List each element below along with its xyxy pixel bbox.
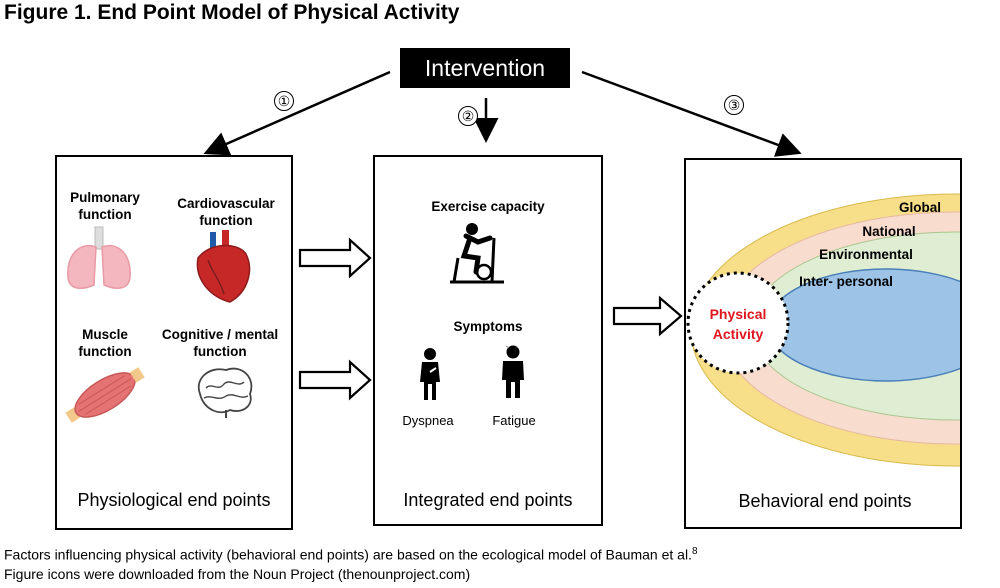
footer-line2: Figure icons were downloaded from the No… (4, 566, 471, 582)
behavioral-box: Global National Environmental Inter- per… (684, 158, 962, 529)
level-environmental: Environmental (819, 247, 913, 262)
fatigue-label: Fatigue (492, 413, 536, 428)
step-1: ① (274, 91, 294, 111)
figure-title: Figure 1. End Point Model of Physical Ac… (4, 1, 460, 24)
physical-activity-line2: Activity (712, 326, 764, 342)
dyspnea-label: Dyspnea (402, 413, 454, 428)
footer-line1: Factors influencing physical activity (b… (4, 546, 698, 563)
cardiovascular-label: Cardiovascular function (177, 196, 275, 228)
cognitive-label: Cognitive / mental function (161, 327, 279, 359)
heart-icon (196, 230, 251, 303)
brain-icon (197, 367, 253, 418)
arrow-to-behavioral (581, 70, 802, 157)
intervention-box: Intervention (400, 48, 570, 88)
step-3: ③ (724, 95, 744, 115)
integrated-label: Integrated end points (403, 490, 573, 510)
exercise-bike-icon (450, 223, 504, 284)
exercise-capacity-label: Exercise capacity (431, 199, 545, 214)
level-interpersonal: Inter- personal (799, 274, 893, 289)
footer-text: Factors influencing physical activity (b… (4, 546, 692, 563)
fatigue-icon (502, 345, 524, 398)
physical-activity-line1: Physical (709, 306, 767, 322)
block-arrow-upper (298, 237, 372, 279)
ecological-model (686, 193, 960, 467)
pulmonary-label: Pulmonary function (70, 190, 140, 222)
symptoms-label: Symptoms (453, 319, 523, 334)
level-global: Global (898, 200, 941, 215)
footer-reference: 8 (691, 546, 698, 557)
integrated-box (373, 155, 603, 526)
block-arrow-lower (298, 359, 372, 401)
lungs-icon (67, 226, 131, 290)
behavioral-label: Behavioral end points (738, 491, 912, 511)
step-2: ② (458, 106, 478, 126)
level-national: National (862, 224, 916, 239)
block-arrow-right (612, 295, 683, 337)
arrow-to-physiological (203, 70, 391, 156)
muscle-icon (65, 367, 145, 423)
physiological-label: Physiological end points (77, 490, 271, 510)
dyspnea-icon (420, 348, 440, 400)
muscle-label: Muscle function (78, 327, 132, 359)
physiological-box (55, 155, 293, 530)
physical-activity-circle (686, 271, 790, 375)
